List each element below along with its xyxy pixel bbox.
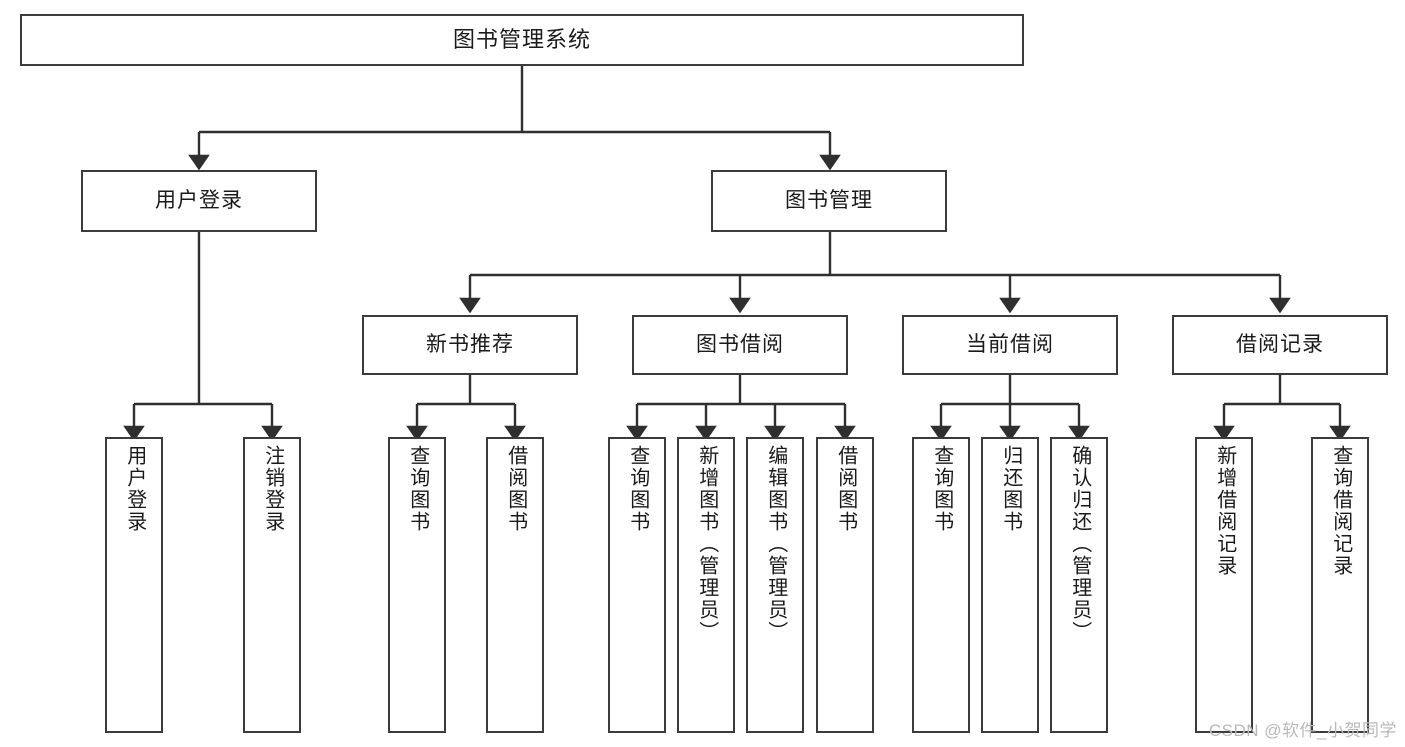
node-label: 借阅图书 <box>834 445 857 533</box>
node-label: 用户登录 <box>123 445 146 533</box>
node-book-management[interactable]: 图书管理 <box>711 170 947 232</box>
node-label: 注销登录 <box>261 445 284 533</box>
node-label: 借阅记录 <box>1236 333 1324 357</box>
leaf-query-book-recommend[interactable]: 查询图书 <box>388 437 446 733</box>
node-label: 用户登录 <box>155 189 243 213</box>
node-label: 查询图书 <box>930 445 953 533</box>
node-label: 查询借阅记录 <box>1329 445 1352 577</box>
leaf-return-book[interactable]: 归还图书 <box>981 437 1039 733</box>
leaf-query-book-borrow[interactable]: 查询图书 <box>608 437 666 733</box>
node-current-borrow[interactable]: 当前借阅 <box>902 315 1118 375</box>
node-label: 编辑图书（管理员） <box>764 445 787 643</box>
node-label: 当前借阅 <box>966 333 1054 357</box>
leaf-query-book-current[interactable]: 查询图书 <box>912 437 970 733</box>
leaf-confirm-return-admin[interactable]: 确认归还（管理员） <box>1050 437 1108 733</box>
node-new-book-recommend[interactable]: 新书推荐 <box>362 315 578 375</box>
node-label: 图书管理 <box>785 189 873 213</box>
node-label: 查询图书 <box>406 445 429 533</box>
node-label: 归还图书 <box>999 445 1022 533</box>
node-user-login[interactable]: 用户登录 <box>81 170 317 232</box>
node-label: 新书推荐 <box>426 333 514 357</box>
leaf-edit-book-admin[interactable]: 编辑图书（管理员） <box>746 437 804 733</box>
leaf-user-login[interactable]: 用户登录 <box>105 437 163 733</box>
node-root-system[interactable]: 图书管理系统 <box>20 14 1024 66</box>
leaf-logout-login[interactable]: 注销登录 <box>243 437 301 733</box>
node-label: 查询图书 <box>626 445 649 533</box>
node-label: 新增借阅记录 <box>1213 445 1236 577</box>
leaf-query-borrow-record[interactable]: 查询借阅记录 <box>1311 437 1369 733</box>
leaf-add-borrow-record[interactable]: 新增借阅记录 <box>1195 437 1253 733</box>
node-label: 图书管理系统 <box>452 26 591 52</box>
node-borrow-record[interactable]: 借阅记录 <box>1172 315 1388 375</box>
leaf-borrow-book[interactable]: 借阅图书 <box>816 437 874 733</box>
node-label: 确认归还（管理员） <box>1068 445 1091 643</box>
node-label: 新增图书（管理员） <box>695 445 718 643</box>
leaf-add-book-admin[interactable]: 新增图书（管理员） <box>677 437 735 733</box>
leaf-borrow-book-recommend[interactable]: 借阅图书 <box>486 437 544 733</box>
node-book-borrow[interactable]: 图书借阅 <box>632 315 848 375</box>
node-label: 图书借阅 <box>696 333 784 357</box>
node-label: 借阅图书 <box>504 445 527 533</box>
csdn-watermark: CSDN @软件_小贺同学 <box>1208 721 1397 740</box>
